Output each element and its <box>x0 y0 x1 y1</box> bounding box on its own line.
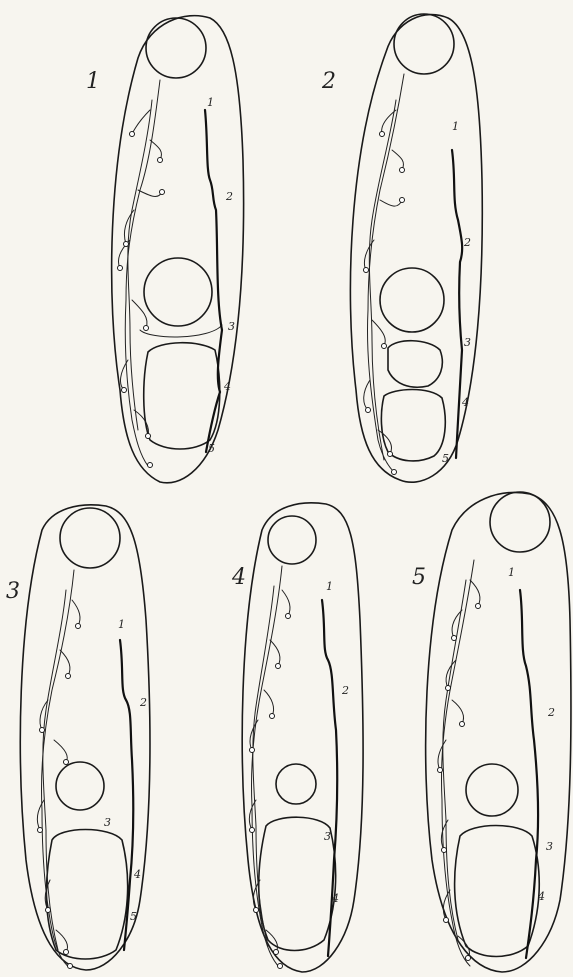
figure-3-number: 3 <box>6 579 20 604</box>
figure-5-mid-vesicle <box>466 764 518 816</box>
figure-1-left-strand-a <box>125 80 160 466</box>
figure-4-number: 4 <box>231 565 246 590</box>
figure-2: 2 1 2 3 4 5 <box>321 14 482 482</box>
figure-2-mid-vesicle <box>380 268 444 332</box>
figure-1-number: 1 <box>86 69 100 94</box>
figure-1-ring <box>140 325 222 337</box>
figure-3: 3 1 2 3 4 5 <box>6 505 150 970</box>
figure-3-mid-vesicle <box>56 762 104 810</box>
figure-1-tendrils <box>118 110 165 468</box>
figure-5-number: 5 <box>412 565 426 590</box>
figure-5: 5 1 2 3 4 <box>412 492 571 972</box>
figure-1-mark-1: 1 <box>207 96 214 109</box>
figure-2-head-vesicle <box>394 14 454 74</box>
figure-1-left-strand-b <box>128 100 152 430</box>
figure-3-head-vesicle <box>60 508 120 568</box>
figure-3-yolk-sac <box>46 830 127 960</box>
figure-1-mark-2: 2 <box>225 190 233 203</box>
figure-2-mark-3: 3 <box>464 336 471 349</box>
figure-1-yolk-sac <box>144 343 220 449</box>
figure-5-right-strand <box>520 590 538 958</box>
figure-1-mark-4: 4 <box>223 380 231 393</box>
figure-3-mark-4: 4 <box>133 868 141 881</box>
figure-5-outline <box>426 493 571 973</box>
figure-4-mark-2: 2 <box>341 684 349 697</box>
figure-1: 1 1 2 3 4 5 <box>86 16 244 483</box>
figure-2-mark-2: 2 <box>463 236 471 249</box>
figure-2-left-strand-a <box>367 74 404 472</box>
figure-3-mark-3: 3 <box>104 816 111 829</box>
figure-2-right-strand <box>452 150 462 458</box>
figure-4-mark-3: 3 <box>324 830 331 843</box>
figure-5-head-vesicle <box>490 492 550 552</box>
figure-2-tendrils <box>364 110 405 475</box>
figure-5-mark-1: 1 <box>508 566 515 579</box>
figure-1-head-vesicle <box>146 18 206 78</box>
figure-4-mid-vesicle <box>276 764 316 804</box>
figure-1-mark-5: 5 <box>208 442 215 455</box>
figure-2-mark-4: 4 <box>461 396 469 409</box>
figure-2-mark-5: 5 <box>442 452 449 465</box>
figure-4-head-vesicle <box>268 516 316 564</box>
figure-2-number: 2 <box>321 69 336 94</box>
figure-5-left-strand-a <box>441 560 474 966</box>
figure-5-mark-3: 3 <box>546 840 553 853</box>
figure-5-mark-4: 4 <box>537 890 545 903</box>
figure-3-mark-5: 5 <box>130 910 137 923</box>
figure-4: 4 1 2 3 4 <box>231 503 363 972</box>
figure-2-lower-vesicle <box>388 341 442 387</box>
figure-1-mid-vesicle <box>144 258 212 326</box>
figure-5-mark-2: 2 <box>547 706 555 719</box>
figure-5-yolk-sac <box>455 826 540 957</box>
figure-3-mark-2: 2 <box>139 696 147 709</box>
figure-4-mark-4: 4 <box>331 892 339 905</box>
figure-3-mark-1: 1 <box>118 618 125 631</box>
figure-4-mark-1: 1 <box>326 580 333 593</box>
figure-1-mark-3: 3 <box>228 320 235 333</box>
figure-2-mark-1: 1 <box>452 120 459 133</box>
